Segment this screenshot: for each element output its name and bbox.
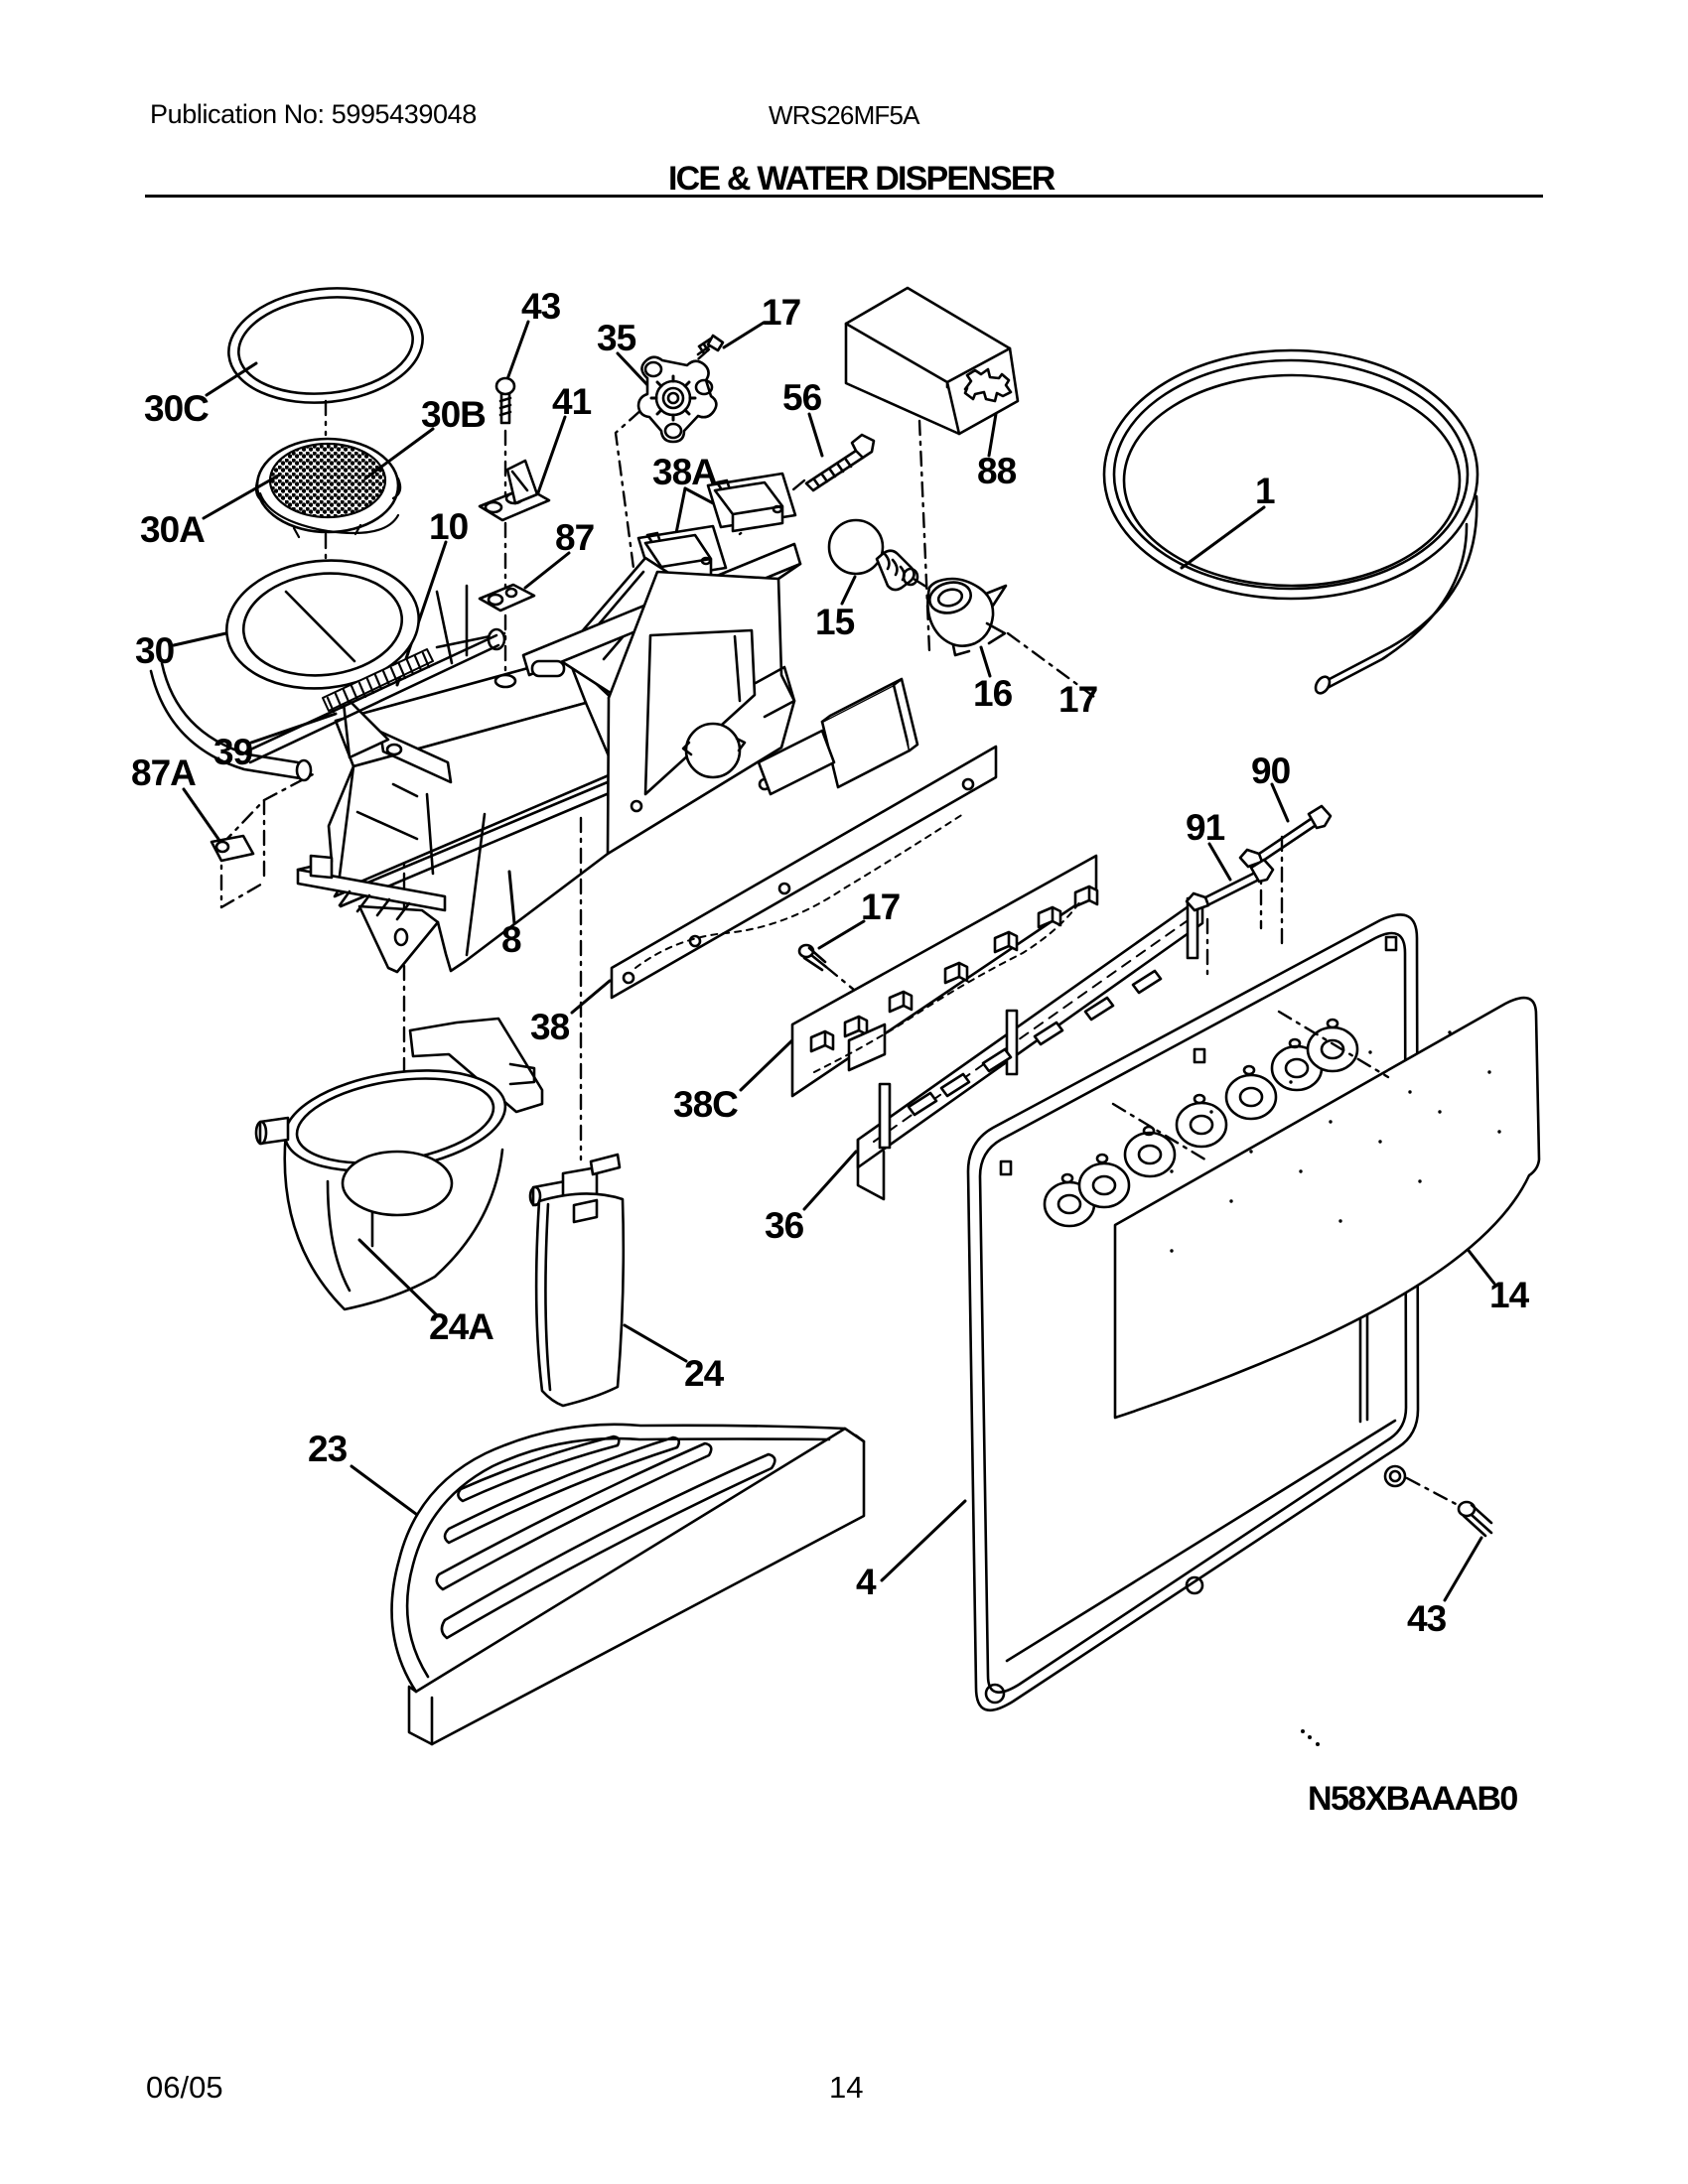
svg-text:24: 24 [684, 1353, 725, 1394]
svg-text:41: 41 [552, 381, 592, 422]
svg-text:14: 14 [1489, 1275, 1530, 1315]
svg-text:24A: 24A [429, 1306, 493, 1347]
svg-text:43: 43 [1407, 1598, 1447, 1639]
svg-text:87: 87 [555, 517, 594, 558]
svg-text:56: 56 [782, 377, 822, 418]
svg-text:17: 17 [861, 887, 900, 927]
svg-text:43: 43 [521, 286, 561, 327]
svg-text:30: 30 [135, 630, 175, 671]
svg-text:16: 16 [973, 673, 1013, 714]
svg-text:35: 35 [597, 318, 636, 358]
svg-text:38C: 38C [673, 1084, 738, 1125]
svg-text:4: 4 [856, 1562, 877, 1602]
svg-text:23: 23 [308, 1429, 348, 1469]
svg-text:36: 36 [765, 1205, 804, 1246]
svg-text:17: 17 [1058, 679, 1097, 720]
svg-text:38: 38 [530, 1007, 570, 1047]
svg-text:91: 91 [1186, 807, 1225, 848]
svg-text:1: 1 [1255, 471, 1275, 511]
svg-text:10: 10 [429, 506, 469, 547]
svg-text:30C: 30C [144, 388, 209, 429]
svg-text:17: 17 [762, 292, 800, 333]
svg-text:88: 88 [977, 451, 1017, 491]
svg-text:87A: 87A [131, 752, 196, 793]
svg-text:30A: 30A [140, 509, 205, 550]
svg-text:15: 15 [815, 602, 855, 642]
